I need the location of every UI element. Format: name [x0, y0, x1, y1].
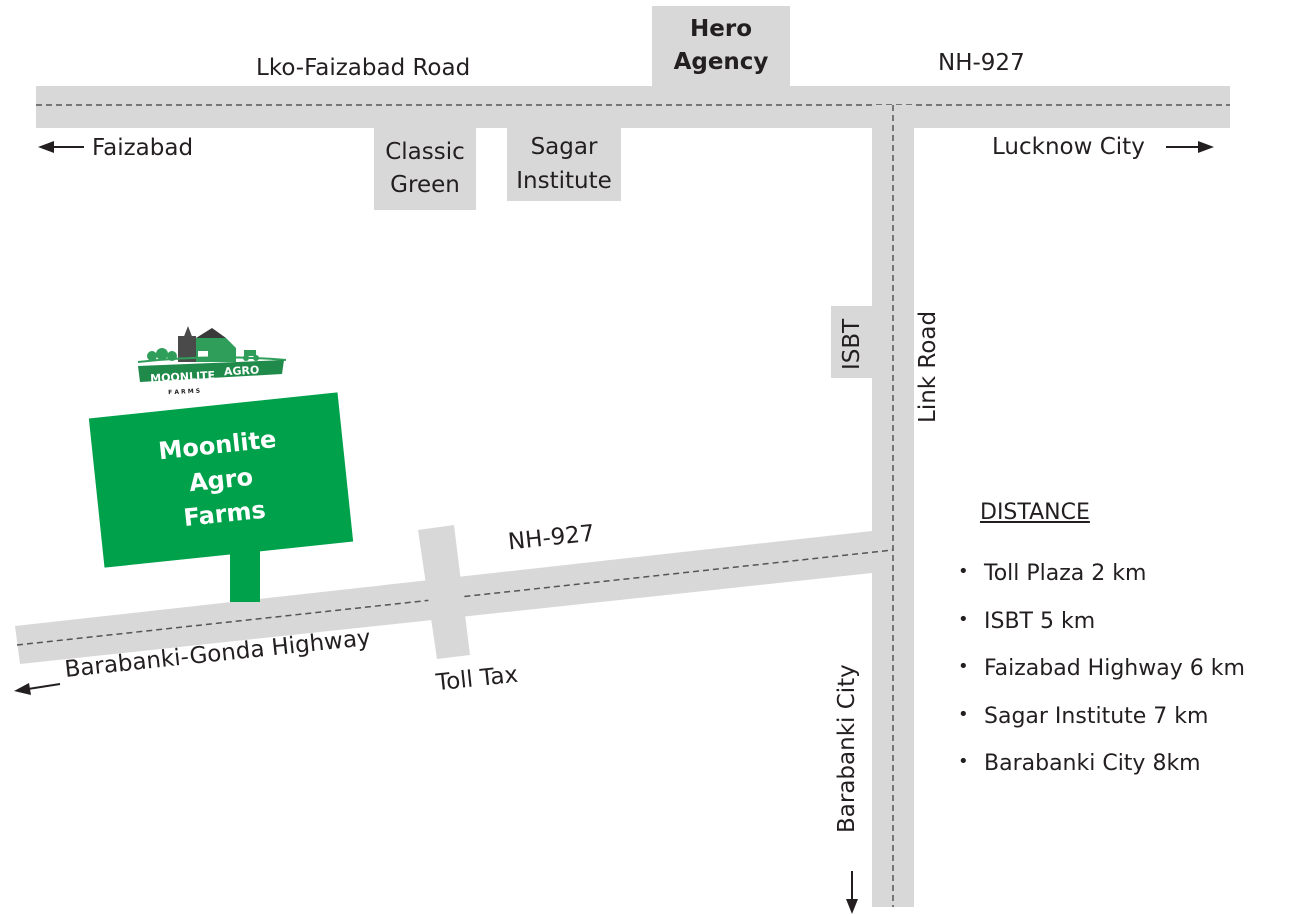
lko-faizabad-road — [36, 86, 1230, 128]
signboard-post — [230, 545, 260, 602]
list-item: • Toll Plaza 2 km — [958, 563, 1245, 611]
barabanki-city-direction-label: Barabanki City — [834, 664, 860, 833]
arrow-left-faizabad-icon — [38, 141, 84, 153]
list-item: • Sagar Institute 7 km — [958, 703, 1245, 754]
classic-green-line1: Classic — [385, 138, 465, 165]
bullet-icon: • — [958, 703, 969, 725]
hero-agency-line2: Agency — [673, 49, 769, 75]
arrow-down-barabanki-icon — [846, 871, 858, 914]
hero-agency-line1: Hero — [690, 15, 752, 42]
top-nh927-label: NH-927 — [938, 50, 1025, 76]
faizabad-direction-label: Faizabad — [92, 135, 194, 161]
list-item: • Faizabad Highway 6 km — [958, 658, 1245, 706]
distance-item-label: Faizabad Highway 6 km — [984, 656, 1245, 681]
logo-sub: F A R M S — [168, 388, 200, 397]
isbt-label: ISBT — [839, 318, 865, 370]
sagar-institute-box: Sagar Institute — [507, 128, 621, 201]
barn-icon — [178, 326, 236, 362]
sagar-institute-line1: Sagar — [530, 134, 598, 161]
arrow-left-highway-icon — [14, 683, 61, 695]
toll-plaza-strip — [418, 525, 470, 659]
bullet-icon: • — [958, 751, 969, 772]
isbt-box — [831, 306, 872, 378]
logo-name-2: AGRO — [224, 364, 260, 379]
lucknow-city-direction-label: Lucknow City — [992, 134, 1145, 160]
sagar-institute-line2: Institute — [516, 167, 612, 194]
arrow-right-lucknow-icon — [1166, 141, 1214, 153]
bullet-icon: • — [958, 656, 969, 677]
link-road-label: Link Road — [915, 310, 941, 423]
trees-icon — [147, 348, 177, 361]
distance-item-label: ISBT 5 km — [984, 608, 1096, 634]
logo-ribbon — [138, 360, 284, 382]
classic-green-box: Classic Green — [374, 128, 476, 210]
classic-green-line2: Green — [390, 172, 460, 198]
moonlite-agro-farms-logo: MOONLITE AGRO F A R M S — [137, 326, 287, 397]
distance-item-label: Barabanki City 8km — [984, 751, 1201, 776]
bullet-icon: • — [958, 608, 969, 630]
hero-agency-box: Hero Agency — [652, 6, 790, 86]
lko-faizabad-road-label: Lko-Faizabad Road — [256, 55, 471, 81]
tractor-icon — [243, 350, 259, 361]
distance-item-label: Toll Plaza 2 km — [984, 561, 1147, 586]
bullet-icon: • — [958, 561, 969, 582]
distance-list: • Toll Plaza 2 km • ISBT 5 km • Faizabad Hi… — [958, 563, 1245, 801]
moonlite-agro-farms-signboard: Moonlite Agro Farms — [88, 392, 354, 568]
distance-title: DISTANCE — [980, 500, 1090, 525]
sign-line3: Farms — [182, 495, 267, 533]
list-item: • Barabanki City 8km — [958, 753, 1245, 801]
distance-item-label: Sagar Institute 7 km — [984, 703, 1209, 729]
distance-legend: DISTANCE • Toll Plaza 2 km • ISBT 5 km • Fa… — [958, 500, 1245, 801]
logo-name-1: MOONLITE — [150, 369, 216, 385]
list-item: • ISBT 5 km — [958, 608, 1245, 659]
